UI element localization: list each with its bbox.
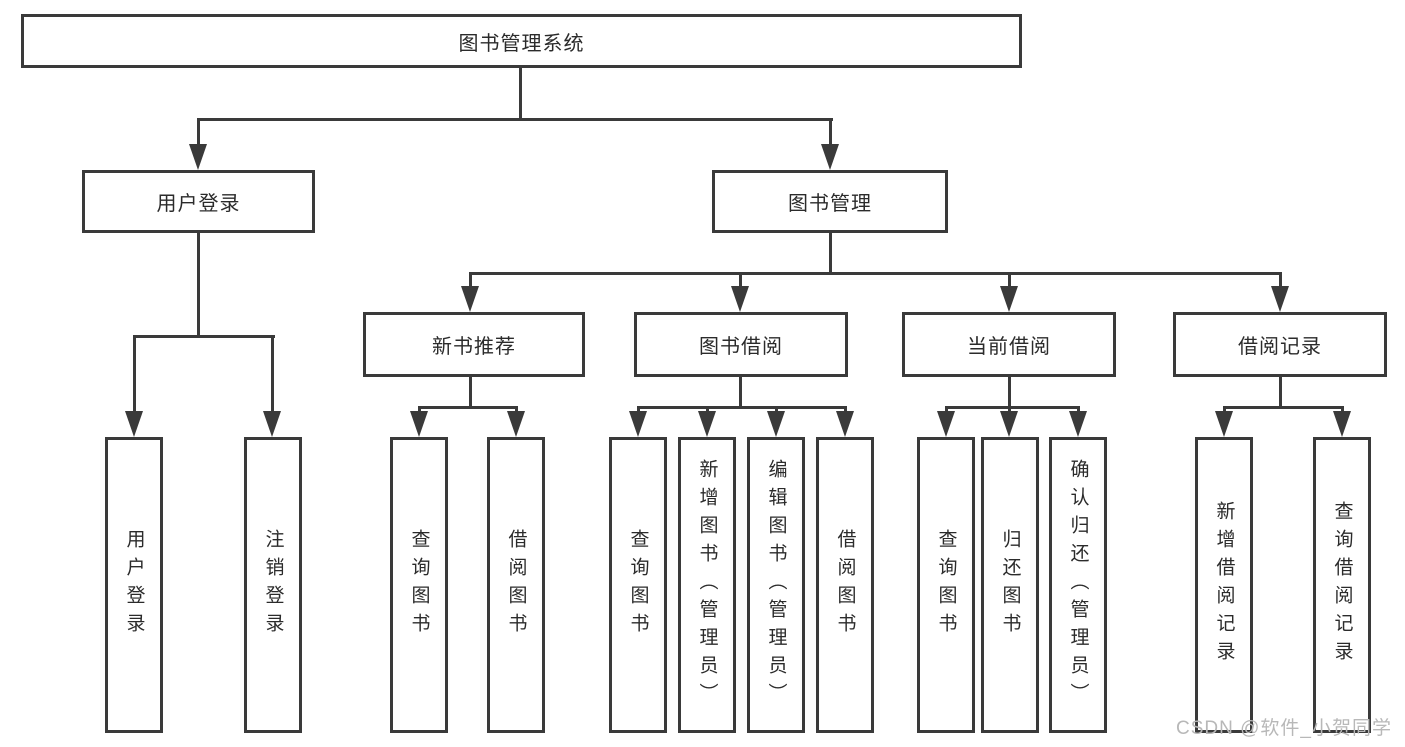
connector-line [829,233,832,274]
node-book-borrow: 图书借阅 [634,312,848,377]
arrow-down-icon [1333,411,1351,437]
leaf-current-return-book: 归还图书 [981,437,1039,733]
leaf-borrow-borrow-book: 借阅图书 [816,437,874,733]
connector-line [1279,377,1282,408]
connector-line [775,406,778,415]
arrow-down-icon [698,411,716,437]
arrow-down-icon [821,144,839,170]
connector-line [739,377,742,408]
leaf-borrow-query-book-label: 查询图书 [627,529,649,641]
node-book-borrow-label: 图书借阅 [699,336,783,358]
leaf-user-login-label: 用户登录 [123,529,145,641]
leaf-user-login: 用户登录 [105,437,163,733]
arrow-down-icon [937,411,955,437]
leaf-borrow-add-book-admin-label: 新增图书（管理员） [696,459,718,711]
node-new-book-recommend: 新书推荐 [363,312,585,377]
connector-line [197,233,200,337]
arrow-down-icon [263,411,281,437]
arrow-down-icon [461,286,479,312]
connector-line [844,406,847,415]
connector-line [469,272,472,290]
connector-line [829,118,832,148]
leaf-logout: 注销登录 [244,437,302,733]
connector-line [197,118,200,148]
leaf-records-query-record: 查询借阅记录 [1313,437,1371,733]
connector-line [739,272,742,290]
arrow-down-icon [1000,286,1018,312]
connector-line [1223,406,1343,409]
connector-line [945,406,948,415]
connector-line [469,272,1282,275]
leaf-borrow-edit-book-admin-label: 编辑图书（管理员） [765,459,787,711]
leaf-borrow-borrow-book-label: 借阅图书 [834,529,856,641]
leaf-current-confirm-return-admin-label: 确认归还（管理员） [1067,459,1089,711]
connector-line [637,406,846,409]
connector-line [469,377,472,408]
connector-line [637,406,640,415]
connector-line [1077,406,1080,415]
node-current-borrow: 当前借阅 [902,312,1116,377]
csdn-watermark: CSDN @软件_小贺同学 [1176,718,1392,739]
node-current-borrow-label: 当前借阅 [967,336,1051,358]
connector-line [271,335,274,415]
arrow-down-icon [731,286,749,312]
leaf-borrow-query-book: 查询图书 [609,437,667,733]
arrow-down-icon [189,144,207,170]
leaf-logout-label: 注销登录 [262,529,284,641]
connector-line [519,68,522,120]
node-root: 图书管理系统 [21,14,1022,68]
leaf-current-return-book-label: 归还图书 [999,529,1021,641]
leaf-current-query-book-label: 查询图书 [935,529,957,641]
leaf-newbooks-query-book: 查询图书 [390,437,448,733]
connector-line [1008,406,1011,415]
node-root-label: 图书管理系统 [458,32,585,55]
connector-line [418,406,518,409]
leaf-records-add-record-label: 新增借阅记录 [1213,501,1235,669]
leaf-current-query-book: 查询图书 [917,437,975,733]
leaf-newbooks-borrow-book: 借阅图书 [487,437,545,733]
leaf-newbooks-borrow-book-label: 借阅图书 [505,529,527,641]
connector-line [1223,406,1226,415]
arrow-down-icon [767,411,785,437]
connector-line [1279,272,1282,290]
connector-line [706,406,709,415]
leaf-borrow-edit-book-admin: 编辑图书（管理员） [747,437,805,733]
node-borrow-records-label: 借阅记录 [1238,336,1322,358]
leaf-records-query-record-label: 查询借阅记录 [1331,501,1353,669]
connector-line [515,406,518,415]
node-borrow-records: 借阅记录 [1173,312,1387,377]
arrow-down-icon [507,411,525,437]
connector-line [1008,272,1011,290]
connector-line [1341,406,1344,415]
arrow-down-icon [836,411,854,437]
node-user-login-label: 用户登录 [156,193,241,215]
leaf-newbooks-query-book-label: 查询图书 [408,529,430,641]
arrow-down-icon [125,411,143,437]
arrow-down-icon [629,411,647,437]
arrow-down-icon [410,411,428,437]
node-user-login: 用户登录 [82,170,315,233]
arrow-down-icon [1000,411,1018,437]
connector-line [133,335,275,338]
node-book-management: 图书管理 [712,170,948,233]
leaf-borrow-add-book-admin: 新增图书（管理员） [678,437,736,733]
node-new-book-recommend-label: 新书推荐 [432,336,516,358]
arrow-down-icon [1271,286,1289,312]
connector-line [197,118,833,121]
arrow-down-icon [1069,411,1087,437]
node-book-management-label: 图书管理 [788,193,872,215]
connector-line [418,406,421,415]
leaf-records-add-record: 新增借阅记录 [1195,437,1253,733]
leaf-current-confirm-return-admin: 确认归还（管理员） [1049,437,1107,733]
connector-line [945,406,1080,409]
connector-line [1008,377,1011,408]
arrow-down-icon [1215,411,1233,437]
connector-line [133,335,136,415]
